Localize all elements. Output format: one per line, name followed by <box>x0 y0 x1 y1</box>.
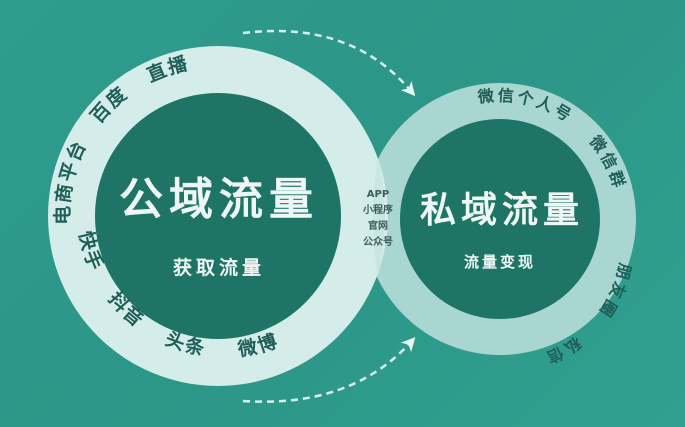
public-core <box>95 93 341 339</box>
private-core <box>400 119 600 319</box>
overlap-item-miniprogram: 小程序 <box>362 203 393 216</box>
public-domain-circle <box>48 46 388 386</box>
overlap-item-website: 官网 <box>368 219 388 232</box>
top-flow-arrow <box>242 29 416 97</box>
private-domain-subtitle: 流量变现 <box>464 253 536 271</box>
bottom-flow-arrow <box>242 337 416 403</box>
overlap-lens <box>373 158 385 278</box>
public-domain-title: 公域流量 <box>119 174 319 225</box>
overlap-item-official-account: 公众号 <box>363 235 393 248</box>
overlap-item-app: APP <box>367 189 389 200</box>
private-domain-title: 私域流量 <box>420 190 584 231</box>
private-domain-circle <box>364 83 636 355</box>
public-domain-subtitle: 获取流量 <box>173 256 265 279</box>
